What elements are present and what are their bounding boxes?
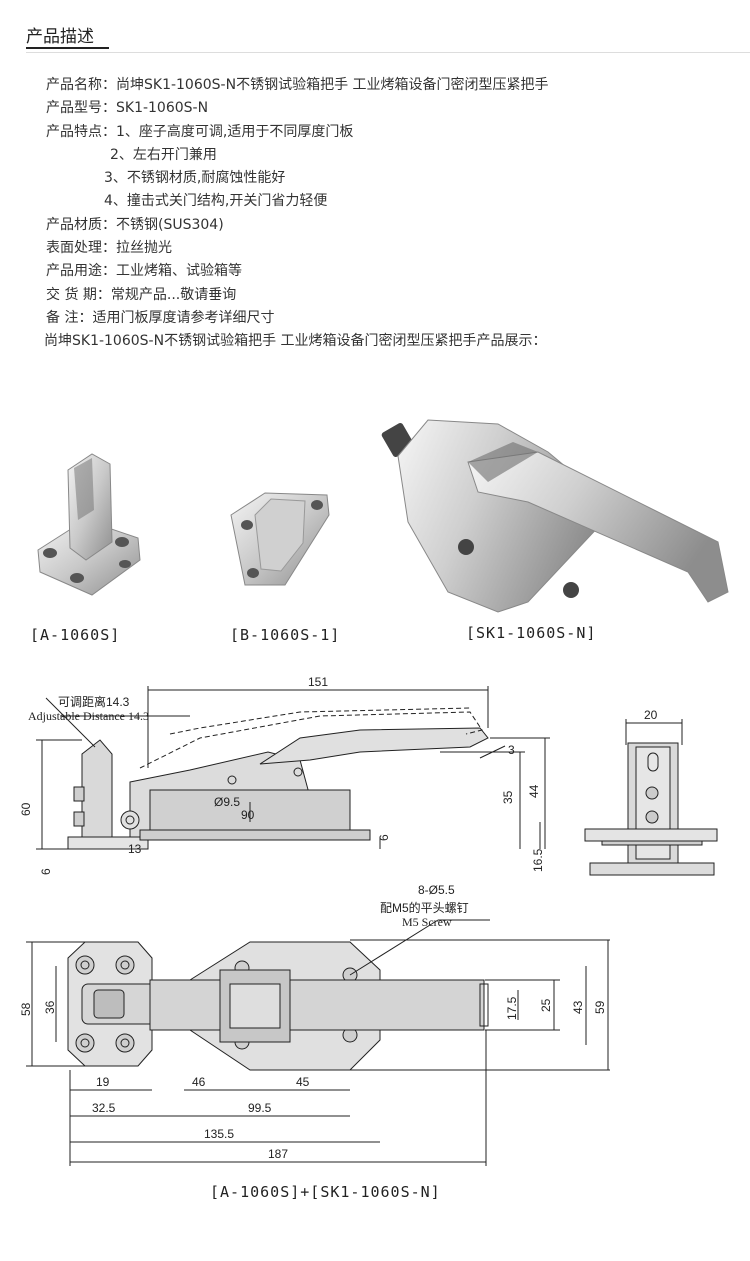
- desc-line-surface: 表面处理：拉丝抛光: [46, 240, 172, 257]
- dim-135-5: 135.5: [204, 1127, 234, 1141]
- caption-assembly: [A-1060S]+[SK1-1060S-N]: [210, 1183, 441, 1201]
- dim-45: 45: [296, 1075, 310, 1089]
- dim-3: 3: [508, 743, 515, 757]
- dim-43: 43: [571, 1000, 585, 1014]
- screw-note-cn: 配M5的平头螺钉: [380, 900, 469, 915]
- dim-19: 19: [96, 1075, 110, 1089]
- dim-36: 36: [43, 1000, 57, 1014]
- desc-line-feature-4: 4、撞击式关门结构,开关门省力轻便: [104, 193, 328, 210]
- dim-32-5: 32.5: [92, 1101, 116, 1115]
- dim-90: 90: [241, 808, 255, 822]
- drawing-top-view: 8-Ø5.5 配M5的平头螺钉 M5 Screw 58 36 17.5 25 4…: [19, 883, 610, 1166]
- desc-line-feature-2: 2、左右开门兼用: [110, 146, 217, 163]
- photo-sk1-1060s-n: [381, 419, 729, 613]
- product-description: 产品名称：尚坤SK1-1060S-N不锈钢试验箱把手 工业烤箱设备门密闭型压紧把…: [44, 74, 549, 354]
- dim-44: 44: [527, 784, 541, 798]
- screw-note-en: M5 Screw: [402, 915, 452, 929]
- title-underline: [26, 47, 109, 49]
- photo-b-1060s-1: [230, 492, 330, 586]
- dim-187: 187: [268, 1147, 288, 1161]
- caption-a-1060s: [A-1060S]: [30, 626, 121, 644]
- desc-line-model: 产品型号：SK1-1060S-N: [46, 100, 209, 117]
- dim-20: 20: [644, 708, 658, 722]
- dim-adjust-en: Adjustable Distance 14.3: [28, 709, 149, 723]
- dim-151: 151: [308, 675, 328, 689]
- desc-line-name: 产品名称：尚坤SK1-1060S-N不锈钢试验箱把手 工业烤箱设备门密闭型压紧把…: [46, 77, 549, 93]
- dim-60: 60: [19, 802, 33, 816]
- dim-25: 25: [539, 998, 553, 1012]
- dim-46: 46: [192, 1075, 206, 1089]
- dim-6-base: 6: [39, 868, 53, 875]
- photo-a-1060s: [37, 453, 141, 596]
- dim-13: 13: [128, 842, 142, 856]
- desc-line-showcase: 尚坤SK1-1060S-N不锈钢试验箱把手 工业烤箱设备门密闭型压紧把手产品展示…: [44, 333, 547, 350]
- dim-17-5: 17.5: [505, 996, 519, 1020]
- dim-8-holes: 8-Ø5.5: [418, 883, 455, 897]
- dim-58: 58: [19, 1002, 33, 1016]
- desc-line-feature-3: 3、不锈钢材质,耐腐蚀性能好: [104, 170, 286, 187]
- dim-59: 59: [593, 1000, 607, 1014]
- title-divider: [26, 52, 750, 53]
- drawing-side-view: 可调距离14.3 Adjustable Distance 14.3 151 3 …: [19, 675, 550, 875]
- desc-line-feature-1: 产品特点：1、座子高度可调,适用于不同厚度门板: [46, 123, 354, 140]
- dim-35: 35: [501, 790, 515, 804]
- caption-sk1-1060s-n: [SK1-1060S-N]: [466, 624, 597, 642]
- dim-99-5: 99.5: [248, 1101, 272, 1115]
- desc-line-material: 产品材质：不锈钢(SUS304): [46, 216, 224, 233]
- dim-adjust-cn: 可调距离14.3: [58, 694, 130, 709]
- dim-phi-9-5: Ø9.5: [214, 795, 240, 809]
- page-title: 产品描述: [26, 27, 94, 47]
- caption-b-1060s-1: [B-1060S-1]: [230, 626, 341, 644]
- dim-16-5: 16.5: [531, 848, 545, 872]
- desc-line-usage: 产品用途：工业烤箱、试验箱等: [46, 263, 242, 280]
- drawing-end-view: 20: [584, 708, 718, 876]
- desc-line-delivery: 交 货 期：常规产品...敬请垂询: [46, 286, 237, 303]
- dim-6-plate: 6: [377, 834, 391, 841]
- desc-line-remark: 备 注：适用门板厚度请参考详细尺寸: [46, 309, 275, 326]
